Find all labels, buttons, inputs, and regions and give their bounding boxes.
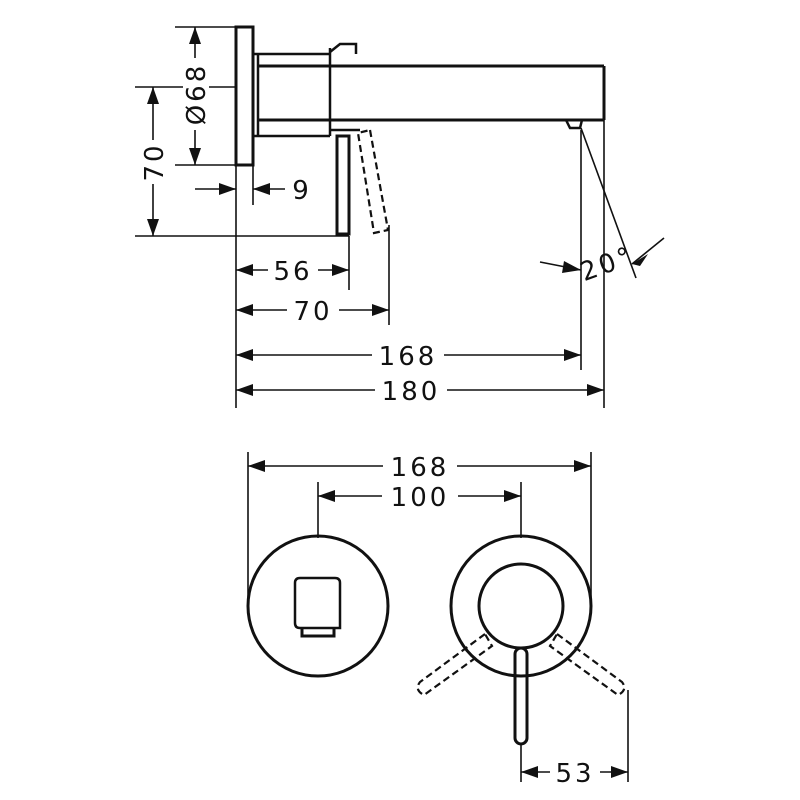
dim-lever-swing-label: 70 xyxy=(293,297,332,327)
dim-lever-offset-label: 53 xyxy=(555,759,594,789)
dim-total-reach-label: 180 xyxy=(382,377,441,407)
dim-lever-position-label: 56 xyxy=(273,257,312,287)
mixer-lever-left-swing xyxy=(416,632,494,697)
dim-angle: 20° xyxy=(539,237,665,288)
dim-front-width: 168 xyxy=(248,450,591,483)
dim-outlet-reach-label: 168 xyxy=(379,342,438,372)
front-view: 168 100 53 xyxy=(246,450,629,789)
diverter-knob xyxy=(293,576,342,630)
wall-plate xyxy=(234,25,255,167)
mixer-lever-right-swing xyxy=(548,632,626,697)
dim-front-width-label: 168 xyxy=(391,453,450,483)
dim-total-reach: 180 xyxy=(236,374,604,407)
side-view: Ø68 70 9 56 xyxy=(135,25,665,408)
dim-angle-label: 20° xyxy=(576,241,638,288)
dim-plate-thickness-label: 9 xyxy=(292,176,312,206)
lever-handle xyxy=(335,134,351,236)
dim-height-label: 70 xyxy=(140,142,170,181)
dim-diameter: Ø68 xyxy=(182,27,212,165)
connector-body xyxy=(253,42,360,138)
dim-plate-thickness: 9 xyxy=(195,176,312,206)
dim-lever-swing: 70 xyxy=(236,294,389,327)
dim-center-distance: 100 xyxy=(318,480,521,513)
dim-diameter-label: Ø68 xyxy=(182,63,212,126)
mixer-rosette xyxy=(416,534,626,746)
mixer-lever xyxy=(513,646,529,746)
dim-outlet-reach: 168 xyxy=(236,339,581,372)
front-extension-lines xyxy=(247,452,629,782)
lever-swing-outline xyxy=(356,128,390,235)
dim-height: 70 xyxy=(140,87,170,236)
extension-lines xyxy=(135,26,637,408)
dim-lever-position: 56 xyxy=(236,254,349,287)
spout xyxy=(258,64,606,130)
diverter-rosette xyxy=(246,534,390,678)
dim-center-distance-label: 100 xyxy=(391,483,450,513)
mixer-cartridge xyxy=(477,562,565,650)
dim-lever-offset: 53 xyxy=(521,756,628,789)
